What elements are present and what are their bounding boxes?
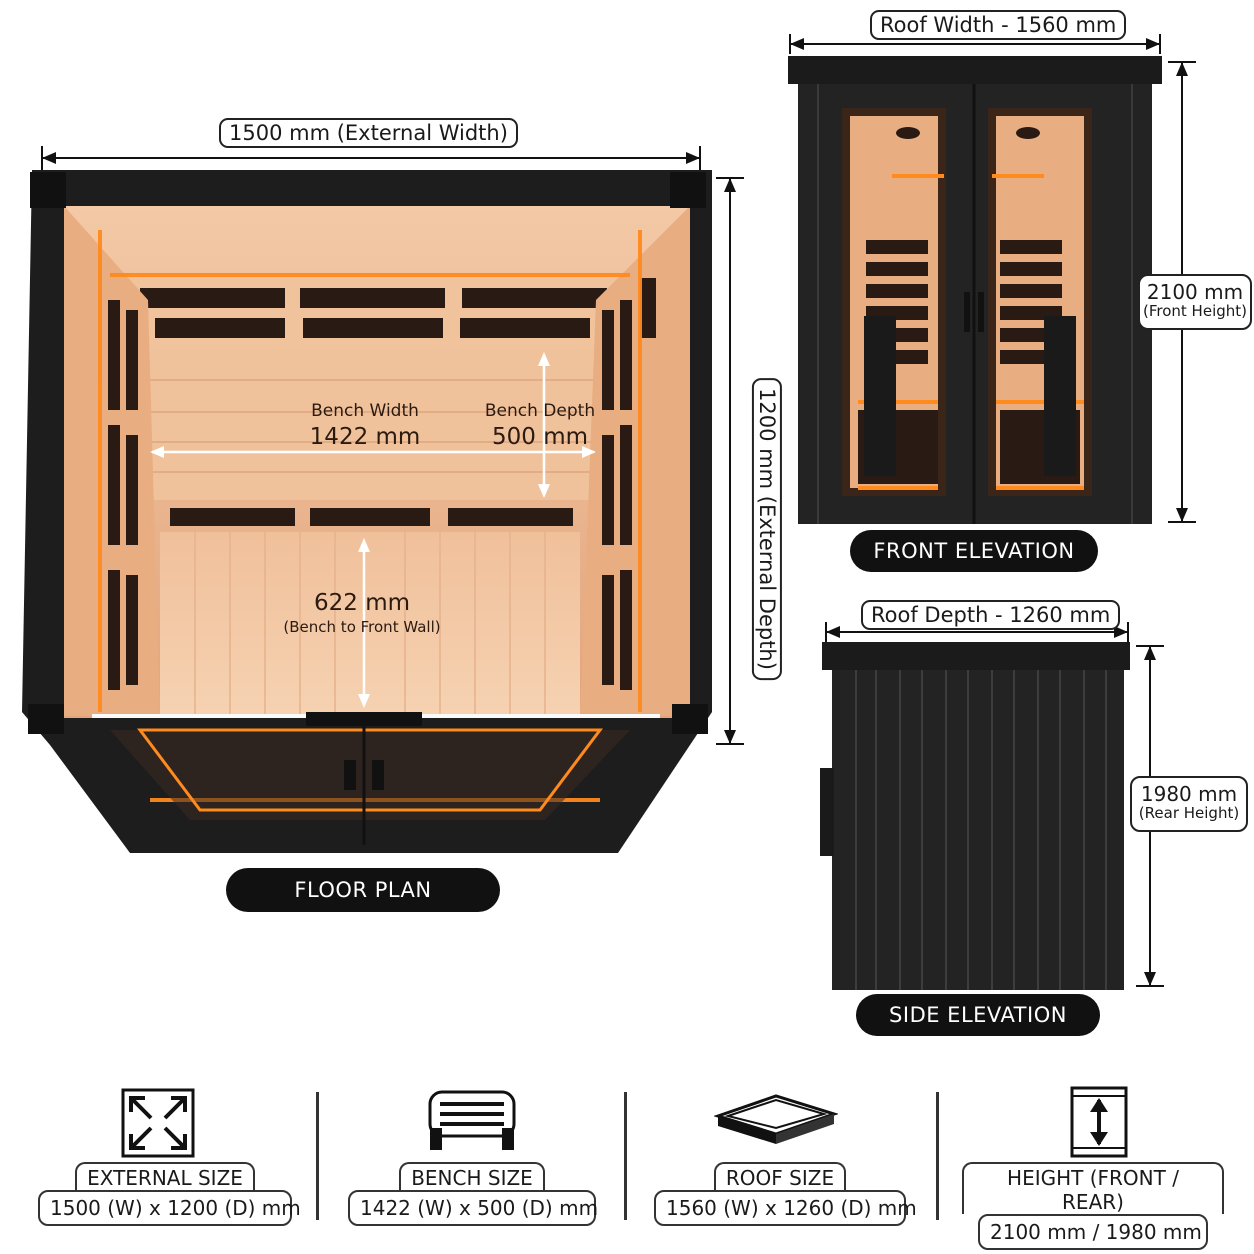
rear-height-sub: (Rear Height) bbox=[1138, 804, 1240, 822]
feature-height: HEIGHT (FRONT / REAR) 2100 mm / 1980 mm bbox=[962, 1162, 1224, 1250]
roof-width-label: Roof Width - 1560 mm bbox=[870, 10, 1127, 40]
divider bbox=[624, 1092, 627, 1220]
front-elevation-drawing bbox=[788, 34, 1196, 524]
bench-depth-title: Bench Depth bbox=[484, 401, 596, 421]
bench-front-sub: (Bench to Front Wall) bbox=[283, 618, 441, 636]
feature-value: 2100 mm / 1980 mm bbox=[978, 1214, 1208, 1250]
feature-title: BENCH SIZE bbox=[399, 1162, 545, 1190]
side-elevation-drawing bbox=[820, 622, 1164, 990]
bench-depth-value: 500 mm bbox=[491, 424, 589, 450]
feature-value: 1500 (W) x 1200 (D) mm bbox=[38, 1190, 301, 1226]
front-elevation-caption: FRONT ELEVATION bbox=[850, 530, 1098, 572]
feature-bench-size: BENCH SIZE 1422 (W) x 500 (D) mm bbox=[340, 1162, 604, 1226]
bench-width-title: Bench Width bbox=[311, 401, 419, 421]
floor-plan-caption: FLOOR PLAN bbox=[226, 868, 500, 912]
floor-plan-drawing bbox=[22, 146, 744, 853]
roof-panel-icon bbox=[714, 1094, 838, 1144]
external-width-label: 1500 mm (External Width) bbox=[219, 118, 518, 148]
rear-height-main: 1980 mm bbox=[1140, 782, 1238, 806]
feature-external-size: EXTERNAL SIZE 1500 (W) x 1200 (D) mm bbox=[30, 1162, 301, 1226]
feature-title: ROOF SIZE bbox=[713, 1162, 847, 1190]
roof-depth-label: Roof Depth - 1260 mm bbox=[861, 600, 1121, 630]
bench-width-value: 1422 mm bbox=[309, 424, 421, 450]
bench-icon bbox=[428, 1090, 516, 1150]
feature-title: HEIGHT (FRONT / REAR) bbox=[962, 1162, 1224, 1214]
bench-front-value: 622 mm bbox=[313, 590, 411, 616]
front-height-sub: (Front Height) bbox=[1143, 302, 1247, 320]
side-elevation-caption: SIDE ELEVATION bbox=[856, 994, 1100, 1036]
front-height-main: 2100 mm bbox=[1146, 280, 1244, 304]
divider bbox=[936, 1092, 939, 1220]
expand-arrows-icon bbox=[121, 1088, 195, 1158]
feature-value: 1560 (W) x 1260 (D) mm bbox=[654, 1190, 917, 1226]
divider bbox=[316, 1092, 319, 1220]
front-height-box: 2100 mm (Front Height) bbox=[1138, 274, 1252, 330]
feature-title: EXTERNAL SIZE bbox=[75, 1162, 255, 1190]
feature-value: 1422 (W) x 500 (D) mm bbox=[348, 1190, 598, 1226]
rear-height-box: 1980 mm (Rear Height) bbox=[1130, 776, 1248, 832]
height-arrow-icon bbox=[1070, 1086, 1128, 1158]
feature-roof-size: ROOF SIZE 1560 (W) x 1260 (D) mm bbox=[648, 1162, 917, 1226]
